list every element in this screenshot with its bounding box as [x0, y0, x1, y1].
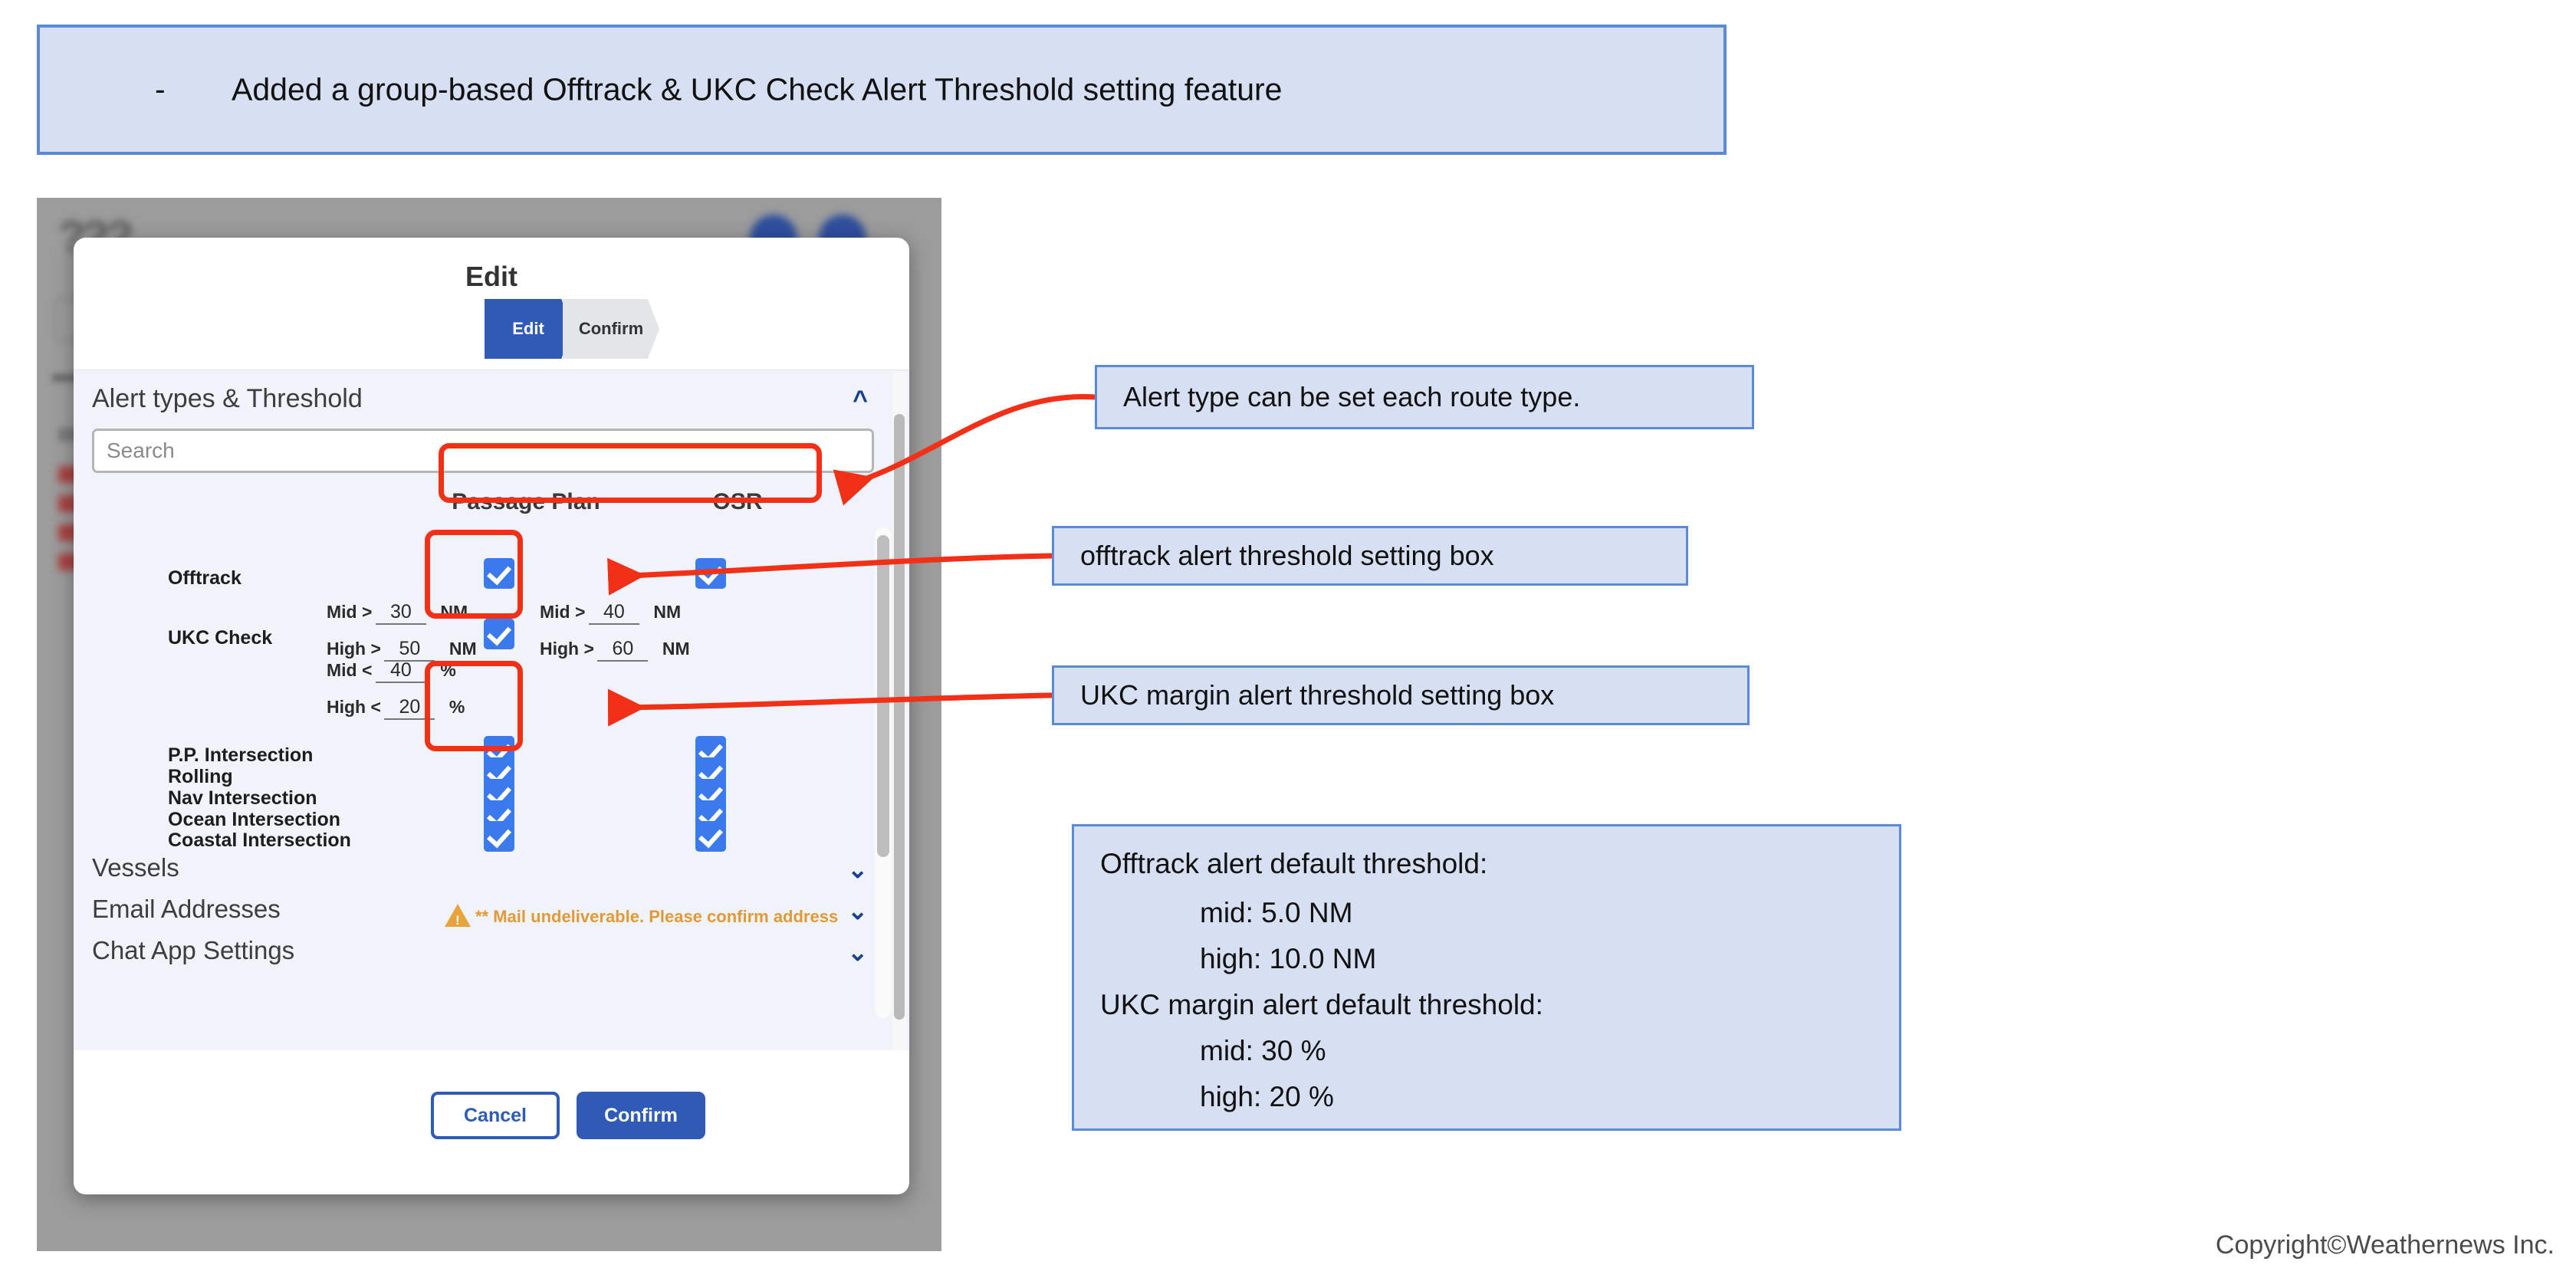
- high-unit: NM: [449, 639, 477, 659]
- callout-ukc-threshold: UKC margin alert threshold setting box: [1052, 665, 1750, 725]
- row-label-pp-intersection: P.P. Intersection: [168, 744, 314, 766]
- mid-label: Mid >: [327, 602, 373, 622]
- mid-unit: %: [440, 660, 456, 680]
- accordion-chat-app-settings[interactable]: Chat App Settings ⌄: [92, 936, 876, 979]
- mid-label: Mid >: [540, 602, 586, 622]
- row-label-rolling: Rolling: [168, 766, 233, 787]
- checkbox-ukc-check-passage-plan[interactable]: [484, 619, 514, 649]
- info-line: mid: 30 %: [1200, 1035, 1326, 1066]
- step-indicator: Edit Confirm: [485, 299, 659, 359]
- alert-type-rows: Offtrack Mid > 30 NM High > 50 NM Mid >: [74, 527, 871, 1018]
- info-line: UKC margin alert default threshold:: [1100, 989, 1543, 1020]
- high-value-input[interactable]: 20: [384, 696, 435, 720]
- accordion-email-addresses[interactable]: Email Addresses ! ** Mail undeliverable.…: [92, 895, 876, 938]
- dialog-title: Edit: [465, 261, 518, 292]
- high-label: High >: [540, 639, 594, 659]
- confirm-button[interactable]: Confirm: [577, 1092, 705, 1139]
- column-headers: Passage Plan OSR: [74, 489, 909, 531]
- accordion-vessels[interactable]: Vessels ⌄: [92, 853, 876, 896]
- info-line: Offtrack alert default threshold:: [1100, 848, 1488, 879]
- accordion-label-chat-app-settings: Chat App Settings: [92, 936, 295, 964]
- mid-label: Mid <: [327, 660, 373, 680]
- alert-types-section-header[interactable]: Alert types & Threshold ^: [92, 381, 876, 422]
- mid-unit: NM: [653, 602, 682, 622]
- high-value-input[interactable]: 60: [597, 638, 649, 662]
- cancel-button[interactable]: Cancel: [431, 1092, 560, 1139]
- accordion-label-vessels: Vessels: [92, 853, 179, 882]
- default-threshold-info-box: Offtrack alert default threshold: mid: 5…: [1072, 824, 1901, 1131]
- feature-banner: - Added a group-based Offtrack & UKC Che…: [37, 25, 1727, 155]
- search-input[interactable]: Search: [92, 429, 874, 473]
- callout-alert-type: Alert type can be set each route type.: [1095, 365, 1754, 429]
- mid-value-input[interactable]: 40: [375, 659, 426, 683]
- step-confirm[interactable]: Confirm: [563, 299, 659, 359]
- accordion-label-email-addresses: Email Addresses: [92, 895, 281, 923]
- info-line: mid: 5.0 NM: [1200, 897, 1353, 928]
- high-unit: %: [449, 697, 465, 717]
- high-value-input[interactable]: 50: [384, 638, 435, 662]
- banner-text: Added a group-based Offtrack & UKC Check…: [232, 71, 1283, 107]
- mid-unit: NM: [440, 602, 468, 622]
- column-header-passage-plan: Passage Plan: [452, 489, 600, 514]
- chevron-down-icon[interactable]: ⌄: [847, 938, 868, 966]
- row-label-offtrack: Offtrack: [168, 567, 242, 589]
- column-header-osr: OSR: [712, 489, 763, 514]
- callout-text: offtrack alert threshold setting box: [1080, 540, 1494, 571]
- copyright-notice: Copyright©Weathernews Inc.: [2215, 1230, 2555, 1260]
- checkbox-coastal-intersection-osr[interactable]: [695, 821, 726, 852]
- mid-value-input[interactable]: 30: [375, 601, 426, 625]
- mail-undeliverable-warning: ** Mail undeliverable. Please confirm ad…: [475, 907, 839, 926]
- callout-text: Alert type can be set each route type.: [1123, 381, 1581, 412]
- list-scrollbar-thumb[interactable]: [877, 535, 889, 857]
- dialog-body: Alert types & Threshold ^ Search Passage…: [74, 370, 909, 1051]
- checkbox-coastal-intersection-passage-plan[interactable]: [484, 821, 514, 852]
- edit-settings-dialog: Edit Edit Confirm Alert types & Threshol…: [74, 238, 909, 1194]
- step-edit[interactable]: Edit: [485, 299, 572, 359]
- checkbox-offtrack-passage-plan[interactable]: [484, 558, 514, 589]
- warning-exclamation: !: [455, 913, 460, 928]
- search-placeholder: Search: [107, 439, 175, 462]
- info-line: high: 10.0 NM: [1200, 943, 1377, 974]
- dialog-footer: Cancel Confirm: [74, 1050, 909, 1194]
- chevron-down-icon[interactable]: ⌄: [847, 856, 868, 883]
- high-unit: NM: [662, 639, 690, 659]
- banner-bullet: -: [155, 71, 166, 107]
- warning-triangle-icon: [445, 904, 471, 927]
- high-label: High >: [327, 639, 381, 659]
- chevron-up-icon[interactable]: ^: [853, 386, 868, 415]
- callout-offtrack-threshold: offtrack alert threshold setting box: [1052, 526, 1688, 586]
- row-label-ocean-intersection: Ocean Intersection: [168, 809, 341, 830]
- chevron-down-icon[interactable]: ⌄: [847, 897, 868, 925]
- row-label-coastal-intersection: Coastal Intersection: [168, 829, 351, 851]
- row-label-nav-intersection: Nav Intersection: [168, 787, 317, 809]
- section-title: Alert types & Threshold: [92, 384, 363, 413]
- info-line: high: 20 %: [1200, 1081, 1334, 1112]
- row-label-ukc-check: UKC Check: [168, 627, 273, 649]
- callout-text: UKC margin alert threshold setting box: [1080, 679, 1555, 711]
- dialog-scrollbar-thumb[interactable]: [894, 414, 905, 1020]
- mid-value-input[interactable]: 40: [588, 601, 639, 625]
- high-label: High <: [327, 697, 381, 717]
- checkbox-offtrack-osr[interactable]: [695, 558, 726, 589]
